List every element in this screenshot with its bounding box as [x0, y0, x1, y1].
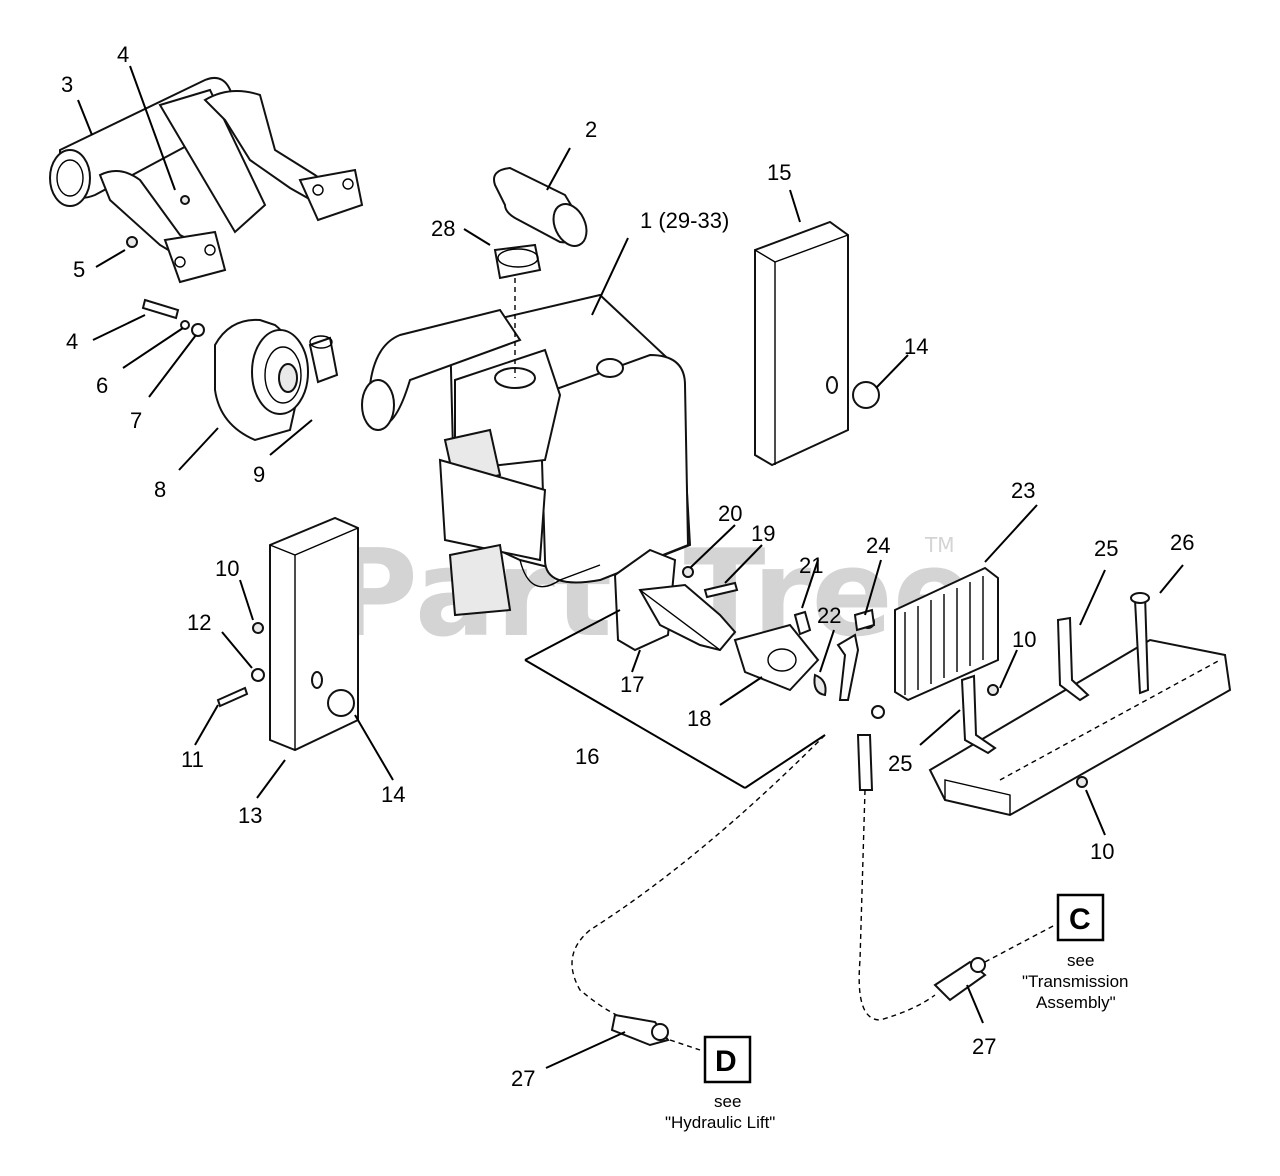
callout-11: 11 [181, 747, 204, 772]
callout-6: 6 [96, 373, 108, 398]
callout-4-mid: 4 [66, 329, 78, 354]
oil-cooler [853, 566, 999, 719]
callout-22: 22 [817, 603, 841, 628]
callout-12: 12 [187, 610, 211, 635]
callout-28: 28 [431, 216, 455, 241]
ref-c-line1: "Transmission [1022, 972, 1128, 991]
callout-23: 23 [1011, 478, 1035, 503]
engine [361, 293, 692, 617]
callout-14-right: 14 [904, 334, 928, 359]
callout-18: 18 [687, 706, 711, 731]
callout-25-left: 25 [888, 751, 912, 776]
callout-3: 3 [61, 72, 73, 97]
side-panel-right [754, 220, 880, 467]
callout-20: 20 [718, 501, 742, 526]
hydraulic-hoses [571, 633, 1056, 1051]
callout-10-left: 10 [215, 556, 239, 581]
callout-10-mid: 10 [1012, 627, 1036, 652]
callout-25-right: 25 [1094, 536, 1118, 561]
air-intake-elbow [493, 166, 588, 280]
callout-13: 13 [238, 803, 262, 828]
callout-24: 24 [866, 533, 890, 558]
watermark-tm: TM [924, 533, 954, 557]
callout-labels: 2 3 4 5 28 1 (29-33) 15 14 4 6 7 8 9 10 … [61, 42, 1194, 1091]
ref-c-letter: C [1069, 903, 1091, 936]
callout-4-top: 4 [117, 42, 129, 67]
callout-19: 19 [751, 521, 775, 546]
ref-c-see: see [1067, 951, 1094, 970]
ref-c-transmission: C see "Transmission Assembly" [1022, 893, 1128, 1012]
side-panel-left [216, 516, 359, 752]
callout-15: 15 [767, 160, 791, 185]
callout-5: 5 [73, 257, 85, 282]
ref-d-see: see [714, 1092, 741, 1111]
callout-27-left: 27 [511, 1066, 535, 1091]
callout-2: 2 [585, 117, 597, 142]
frame-and-brackets [928, 592, 1232, 817]
callout-26: 26 [1170, 530, 1194, 555]
ref-d-line1: "Hydraulic Lift" [665, 1113, 775, 1132]
callout-10-bottom: 10 [1090, 839, 1114, 864]
callout-27-right: 27 [972, 1034, 996, 1059]
callout-14-left: 14 [381, 782, 405, 807]
callout-17: 17 [620, 672, 644, 697]
callout-21: 21 [799, 553, 823, 578]
leader-lines [77, 65, 1184, 1069]
ref-c-line2: Assembly" [1036, 993, 1116, 1012]
drive-shaft [524, 548, 827, 789]
ref-d-box [703, 1035, 752, 1084]
callout-16: 16 [575, 744, 599, 769]
muffler-assembly [49, 76, 364, 284]
callout-8: 8 [154, 477, 166, 502]
callout-1: 1 (29-33) [640, 208, 729, 233]
callout-9: 9 [253, 462, 265, 487]
ref-c-box [1056, 893, 1105, 942]
ref-d-hydraulic-lift: D see "Hydraulic Lift" [665, 1035, 775, 1132]
clutch-pulley [141, 298, 339, 442]
callout-7: 7 [130, 408, 142, 433]
ref-d-letter: D [715, 1045, 737, 1078]
